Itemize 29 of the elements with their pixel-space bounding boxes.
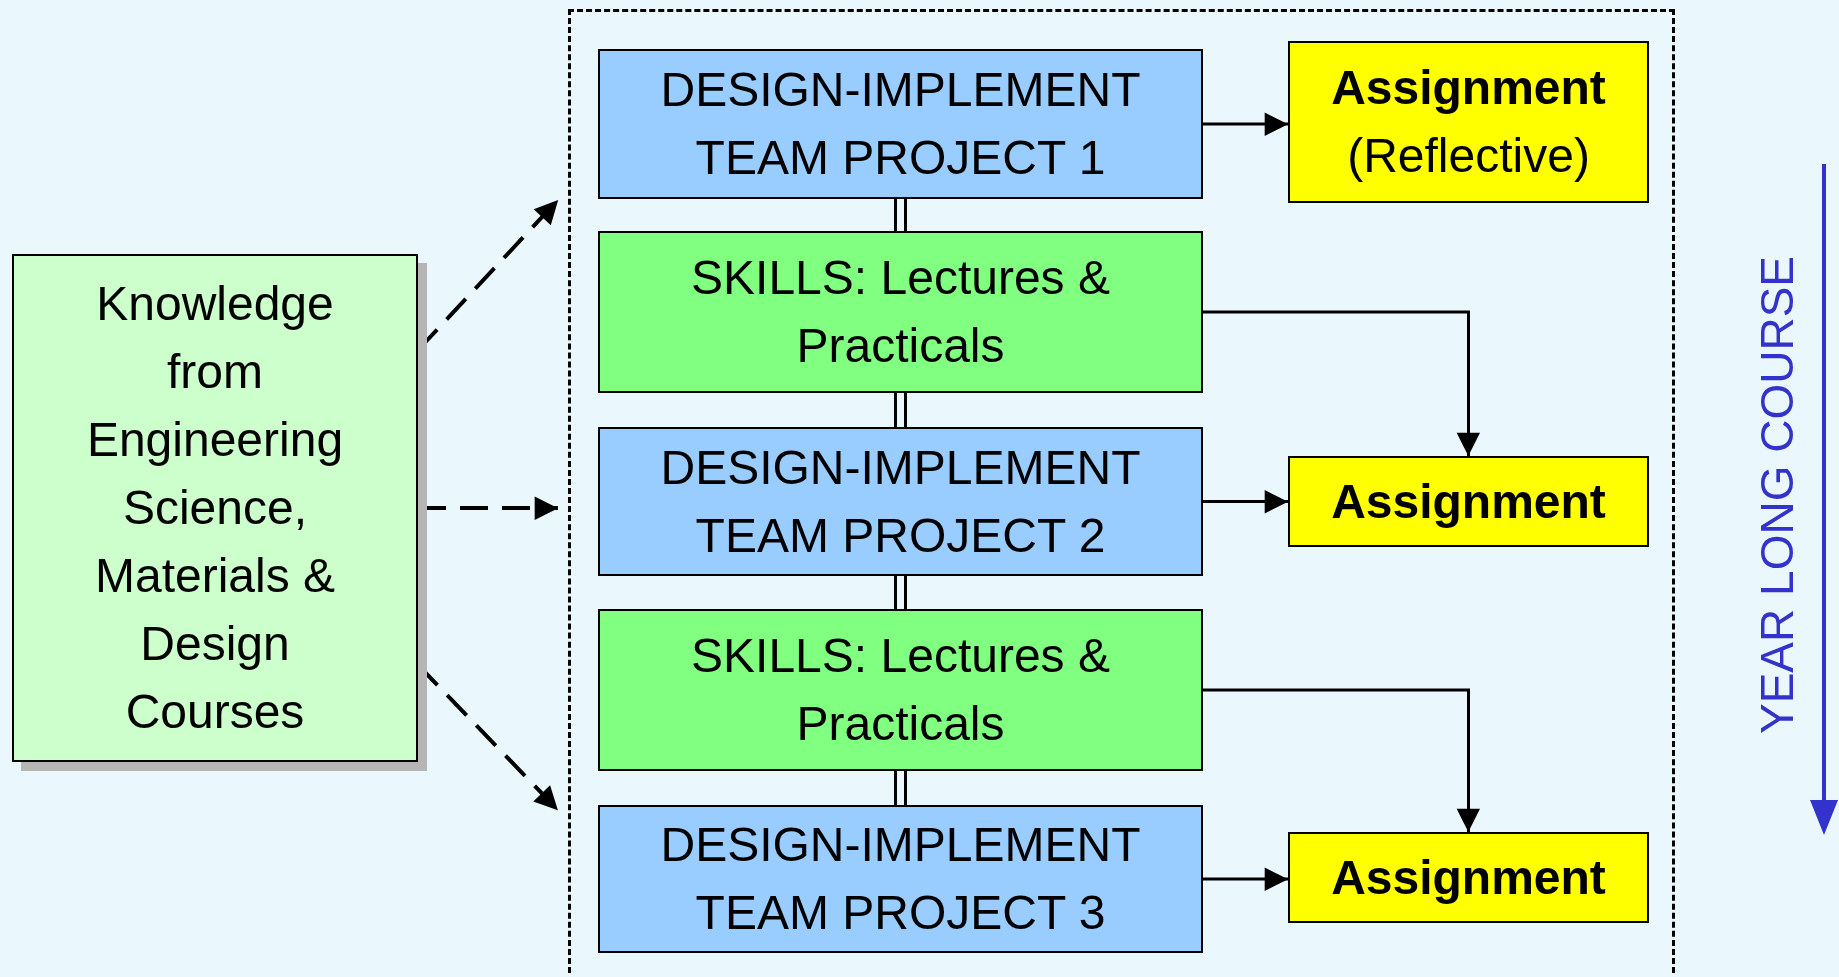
vertical-label: YEAR LONG COURSE: [1751, 256, 1803, 734]
arrow: [1203, 688, 1480, 833]
arrow: [1203, 490, 1289, 514]
box-text: DESIGN-IMPLEMENT TEAM PROJECT 1: [659, 62, 1142, 186]
double-connector: [894, 391, 907, 429]
skills-box: [598, 231, 1203, 393]
project-box: [598, 427, 1203, 576]
assignment-box: [1288, 41, 1649, 203]
double-connector: [894, 574, 907, 611]
box-text: DESIGN-IMPLEMENT TEAM PROJECT 2: [659, 439, 1142, 564]
double-connector: [894, 197, 907, 233]
project-box: [598, 49, 1203, 199]
assignment-box: [1288, 456, 1649, 547]
box-text: SKILLS: Lectures & Practicals: [690, 250, 1111, 374]
project-box: [598, 805, 1203, 953]
box-text: SKILLS: Lectures & Practicals: [690, 628, 1111, 752]
assignment-box: [1288, 832, 1649, 923]
skills-box: [598, 609, 1203, 771]
double-connector: [894, 769, 907, 807]
box-text: DESIGN-IMPLEMENT TEAM PROJECT 3: [659, 817, 1142, 941]
arrow: [1203, 112, 1289, 136]
arrow: [1203, 310, 1480, 457]
assignment-heading: Assignment: [1331, 849, 1606, 906]
box-text: Knowledge from Engineering Science, Materials & Design Courses: [85, 276, 345, 740]
assignment-heading: Assignment: [1331, 60, 1606, 116]
arrow: [1203, 867, 1289, 891]
assignment-heading: Assignment: [1331, 473, 1606, 530]
assignment-note: (Reflective): [1347, 128, 1590, 184]
course-frame: [568, 9, 1675, 973]
